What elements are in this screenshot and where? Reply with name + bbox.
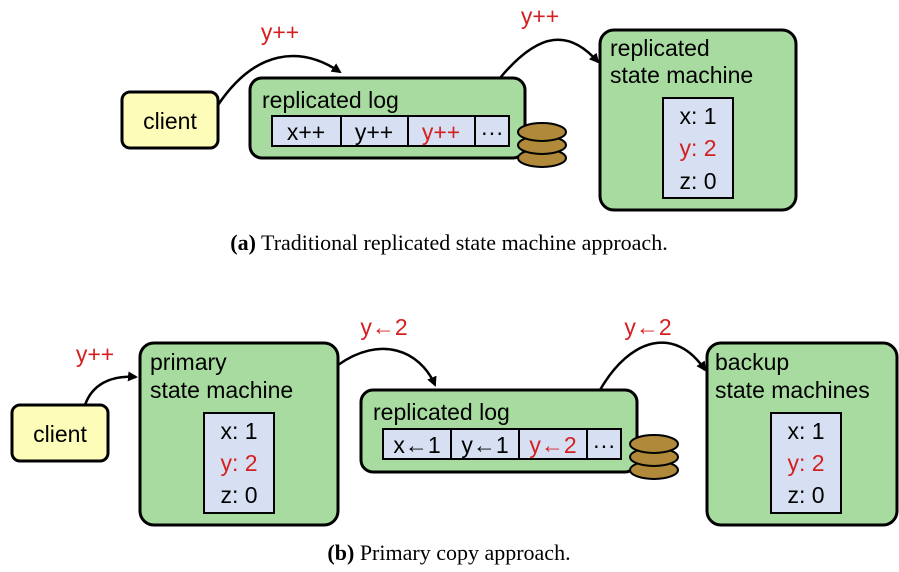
primary-state-y-b: y: 2 xyxy=(220,450,257,476)
backup-state-z-b: z: 0 xyxy=(787,482,824,508)
arrow-primary-to-log-b xyxy=(337,347,437,387)
client-label-a: client xyxy=(143,108,197,134)
log-cell-a-3: y++ xyxy=(422,119,460,145)
sm-title-line1-a: replicated xyxy=(610,35,710,61)
primary-title-line1-b: primary xyxy=(150,349,227,375)
backup-title-line1-b: backup xyxy=(715,349,789,375)
client-box-a xyxy=(120,90,220,150)
arrow0-label-b: y++ xyxy=(76,341,114,367)
log-cell-b-2: y←1 xyxy=(461,432,508,458)
sm-title-line2-a: state machine xyxy=(610,62,753,88)
log-cells-a: x++ y++ y++ ··· xyxy=(271,115,510,147)
primary-state-x-b: x: 1 xyxy=(220,418,257,444)
arrow2-label-b: y←2 xyxy=(624,314,671,340)
arrow-log-to-backup-b xyxy=(598,341,707,391)
arrow-log-to-sm-a xyxy=(499,38,600,79)
replicated-log-title-b: replicated log xyxy=(373,399,510,425)
caption-b: (b) Primary copy approach. xyxy=(327,540,570,565)
log-cell-a-4: ··· xyxy=(481,119,504,145)
caption-label-a: (a) xyxy=(230,230,256,255)
log-cell-b-4: ··· xyxy=(593,432,616,458)
primary-state-table-b xyxy=(203,412,275,514)
caption-text-b: Primary copy approach. xyxy=(354,540,570,565)
arrow-client-to-log-a xyxy=(216,54,342,106)
arrow1-label-b: y←2 xyxy=(360,314,407,340)
primary-title-line2-b: state machine xyxy=(150,377,293,403)
state-table-a xyxy=(662,97,734,199)
log-cells-b: x←1 y←1 y←2 ··· xyxy=(382,428,622,460)
state-z-a: z: 0 xyxy=(679,168,716,194)
caption-text-a: Traditional replicated state machine app… xyxy=(256,230,668,255)
client-box-b xyxy=(10,403,110,463)
log-cell-b-1: x←1 xyxy=(393,432,440,458)
arrow-client-to-primary-b xyxy=(83,371,138,406)
backup-state-y-b: y: 2 xyxy=(787,450,824,476)
caption-label-b: (b) xyxy=(327,540,354,565)
replicated-log-title-a: replicated log xyxy=(262,87,399,113)
disk-stack-icon-a xyxy=(517,122,567,168)
state-y-a: y: 2 xyxy=(679,135,716,161)
state-x-a: x: 1 xyxy=(679,103,716,129)
backup-title-line2-b: state machines xyxy=(715,377,870,403)
log-cell-b-3: y←2 xyxy=(529,432,576,458)
panel-a: client y++ replicated log x++ y++ y++ ··… xyxy=(120,3,798,255)
log-cell-a-2: y++ xyxy=(355,119,393,145)
arrow1-label-a: y++ xyxy=(261,19,299,45)
primary-state-z-b: z: 0 xyxy=(220,482,257,508)
client-label-b: client xyxy=(33,421,87,447)
backup-state-table-b xyxy=(770,412,842,514)
backup-state-x-b: x: 1 xyxy=(787,418,824,444)
panel-b: client y++ primary state machine x: 1 y:… xyxy=(10,314,899,565)
arrow2-label-a: y++ xyxy=(521,3,559,29)
disk-stack-icon-b xyxy=(629,434,679,480)
caption-a: (a) Traditional replicated state machine… xyxy=(230,230,667,255)
log-cell-a-1: x++ xyxy=(287,119,325,145)
